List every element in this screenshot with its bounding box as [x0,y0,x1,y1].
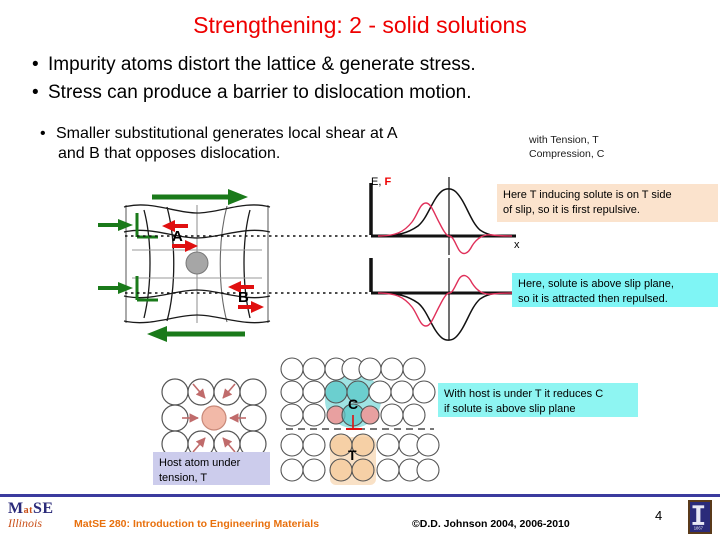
footer-copyright: ©D.D. Johnson 2004, 2006-2010 [412,518,570,530]
axis-label-energy: E, [371,176,382,188]
atom-grid [280,357,440,482]
inward-stress-arrows [182,383,246,453]
curve-energy-lower [377,291,513,341]
svg-text:1867: 1867 [694,526,704,531]
callout-line-2: of slip, so it is first repulsive. [503,203,640,216]
axis-label-x: x [514,239,520,251]
tension-note-line-1: with Tension, T [529,134,599,146]
solute-atom [185,251,209,275]
callout-line-2: if solute is above slip plane [444,402,576,415]
illinois-block-i-logo: 1867 [688,500,712,534]
curve-force-lower [377,274,513,327]
callout-line-1: Host atom under [159,457,241,469]
mse-logo-m: M [8,500,24,517]
curve-energy-upper [377,188,513,238]
callout-t-inducing-solute: Here T inducing solute is on T side of s… [497,184,718,222]
bullet-marker: • [40,125,46,142]
callout-line-1: Here, solute is above slip plane, [518,278,674,290]
tension-label: T [348,447,357,463]
callout-line-2: tension, T [159,471,208,484]
mse-logo-se: SE [32,500,54,517]
bullet-item-2: • Stress can produce a barrier to disloca… [32,82,472,104]
bullet-marker: • [32,54,39,75]
callout-line-2: so it is attracted then repulsed. [518,292,668,305]
solute-slip-plane-diagram [280,357,440,485]
sub-bullet-line-2: and B that opposes dislocation. [58,145,281,162]
tension-note-line-2: Compression, C [529,148,605,161]
lattice-label-a: A [172,228,183,245]
dislocation-symbol-upper [98,213,158,239]
host-atom-center [201,405,227,431]
axis-label-force: F [384,176,392,188]
callout-solute-above-slip-plane: Here, solute is above slip plane, so it … [512,273,718,307]
lattice-label-b: B [238,289,249,306]
shear-arrow-top [152,189,248,205]
page-number: 4 [655,508,663,523]
footer-course-title: MatSE 280: Introduction to Engineering M… [74,518,320,530]
block-i-glyph: 1867 [692,505,705,531]
bullet-item-1: • Impurity atoms distort the lattice & ge… [32,54,476,76]
callout-host-under-tension-reduces-c: With host is under T it reduces C if sol… [438,383,638,417]
dislocation-symbol-lower [98,276,158,302]
lattice-distortion-diagram [98,189,372,342]
energy-force-plot-upper [369,177,516,255]
energy-force-plot-lower [369,258,516,341]
footer-divider [0,494,720,497]
axis-label-energy-force: E, F [371,176,391,188]
compression-label: C [348,396,359,412]
bullet-text: Impurity atoms distort the lattice & gen… [48,54,476,75]
shear-arrow-bottom [147,326,245,342]
host-atom-tension-diagram [161,378,267,458]
mse-logo-text: MatSE [8,501,68,517]
mse-logo-illinois: Illinois [8,516,43,530]
page-title: Strengthening: 2 - solid solutions [193,12,527,38]
bullet-text: Stress can produce a barrier to dislocat… [48,82,472,103]
mse-illinois-logo: MatSE Illinois [8,501,68,537]
curve-force-upper [377,202,513,255]
sub-bullet-line-1: Smaller substitutional generates local s… [56,125,397,142]
mse-logo-at: at [23,505,33,516]
sub-bullet-item: • Smaller substitutional generates local … [40,124,510,164]
callout-host-atom-under-tension: Host atom under tension, T [153,452,270,485]
callout-line-1: With host is under T it reduces C [444,388,604,400]
tension-compression-note: with Tension, T Compression, C [529,133,604,161]
callout-line-1: Here T inducing solute is on T side [503,189,672,201]
bullet-marker: • [32,82,39,103]
